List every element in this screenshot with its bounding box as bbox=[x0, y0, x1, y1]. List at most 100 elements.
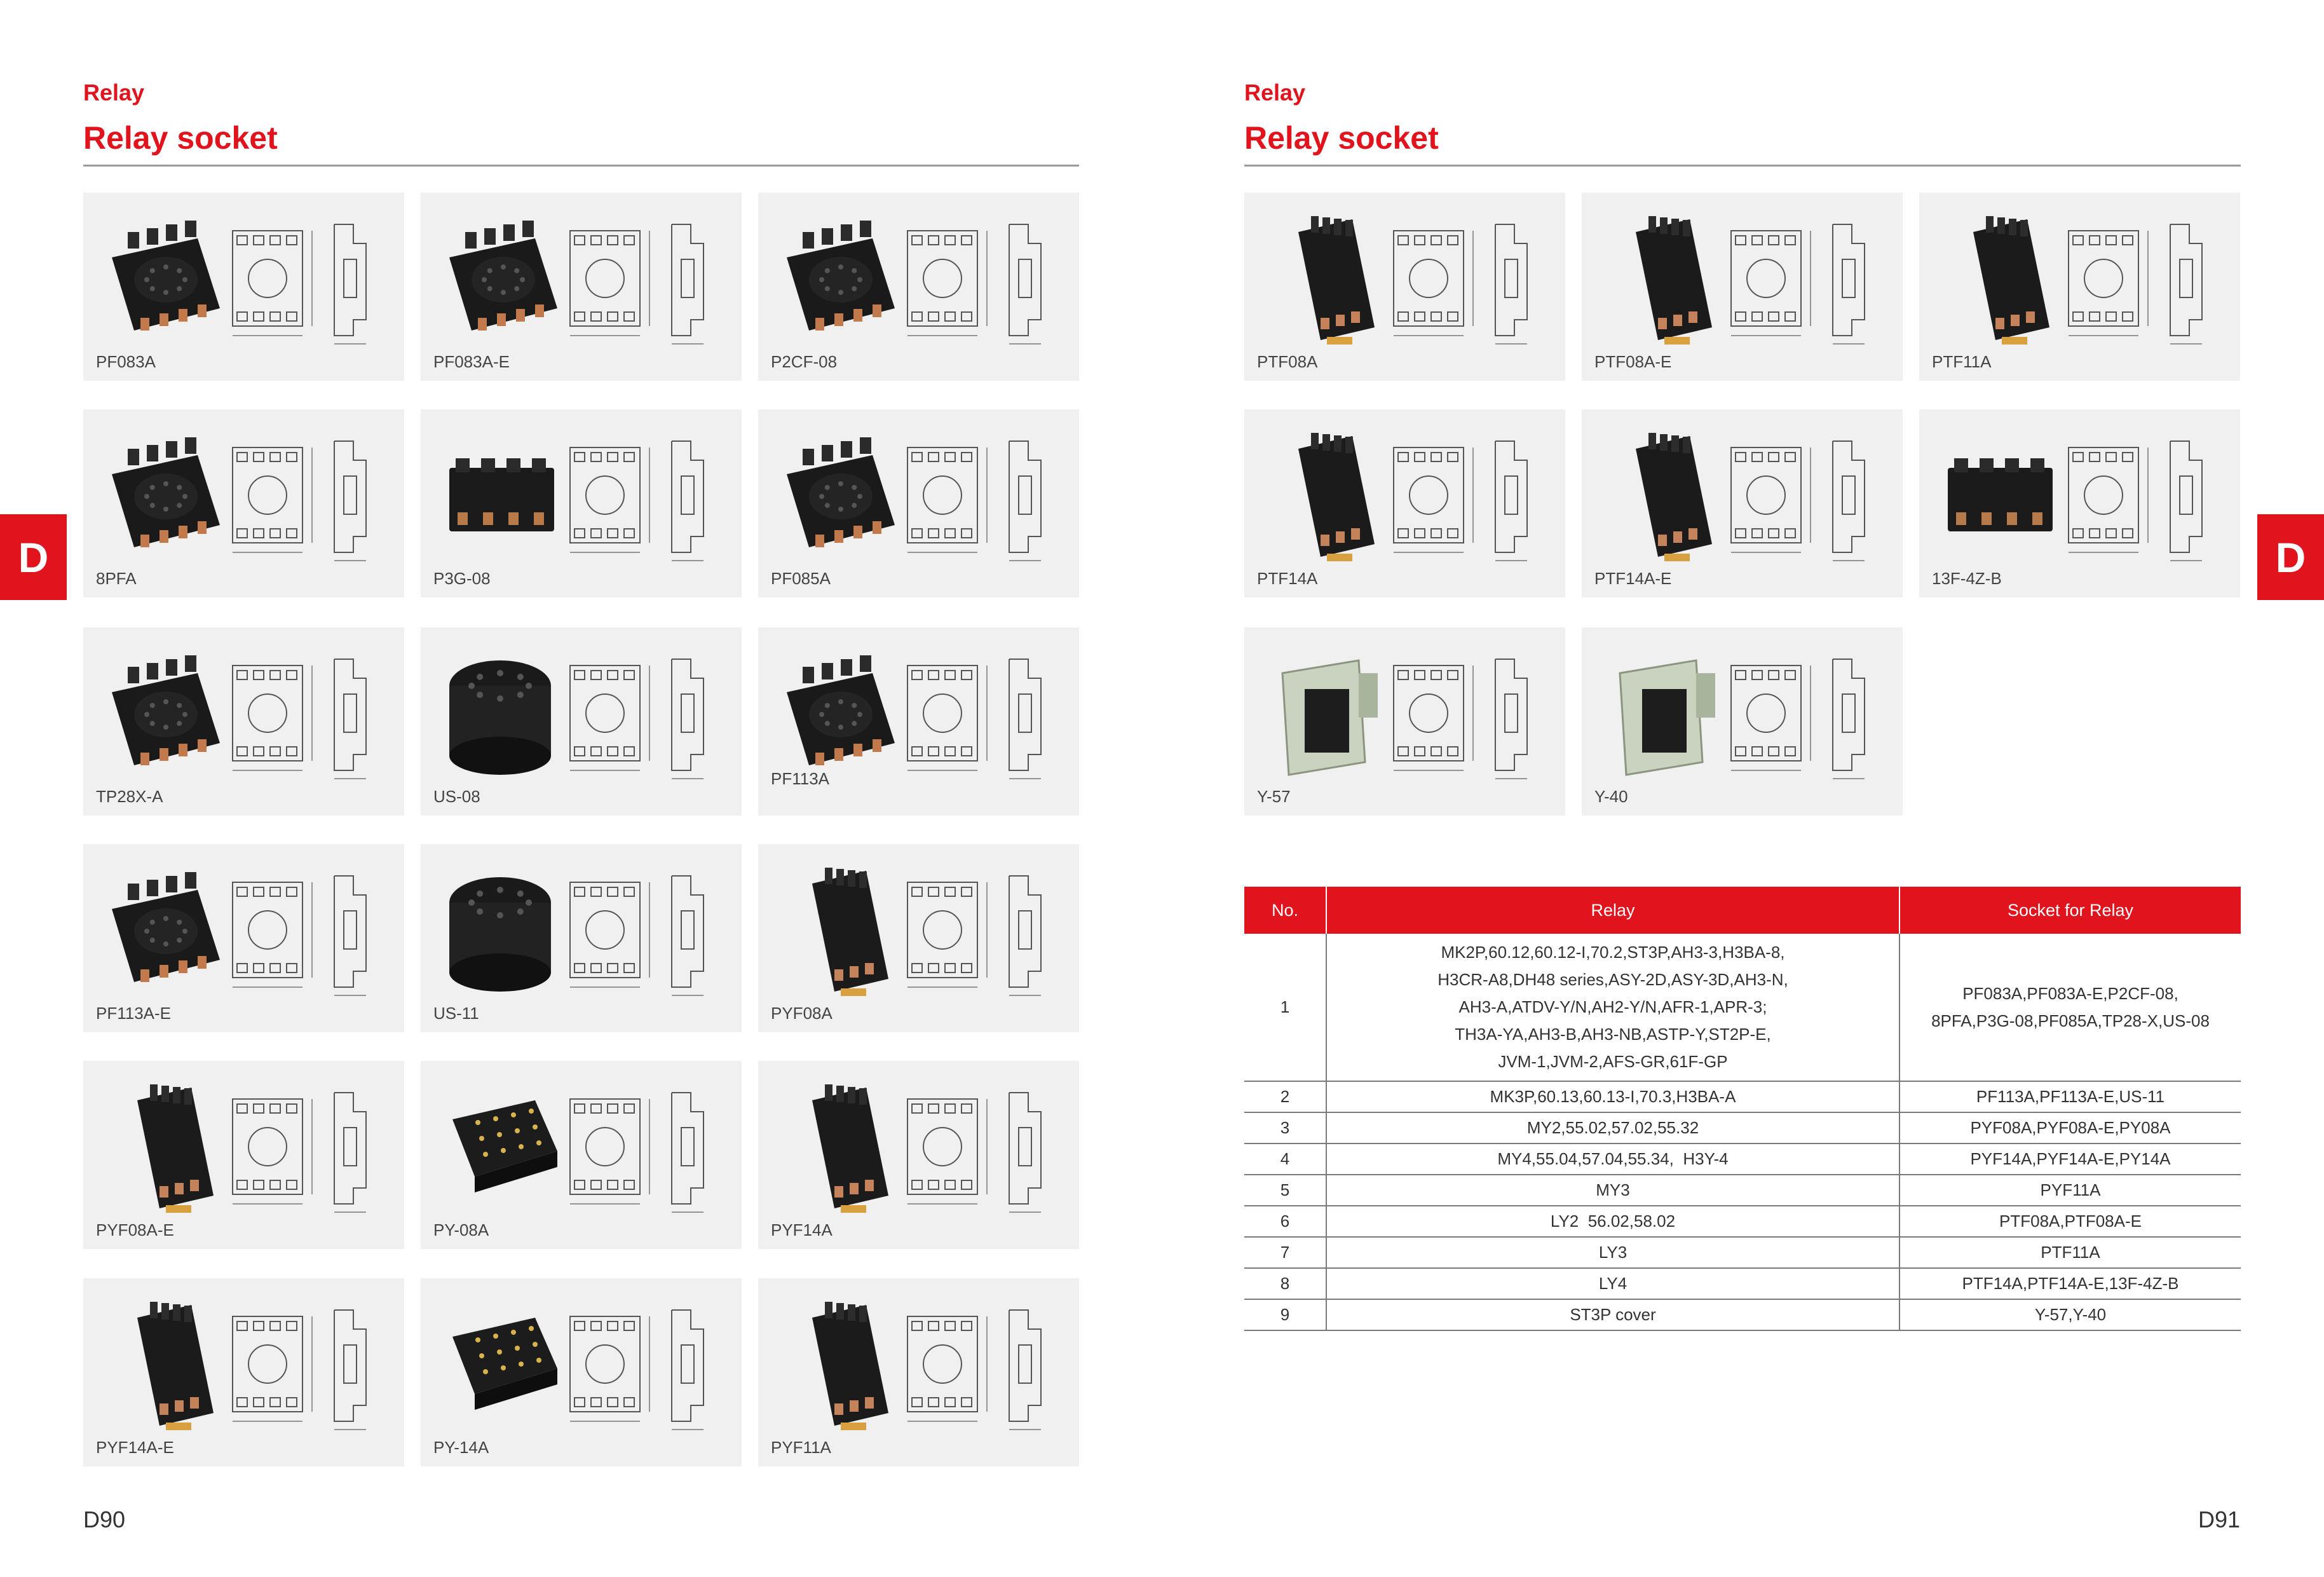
socket-photo bbox=[1601, 430, 1722, 563]
dimension-drawing bbox=[561, 646, 732, 786]
dimension-drawing bbox=[561, 863, 732, 1003]
socket-photo bbox=[102, 1081, 223, 1215]
product-card: US-11 bbox=[421, 844, 742, 1032]
table-row: 1 MK2P,60.12,60.12-I,70.2,ST3P,AH3-3,H3BA… bbox=[1244, 934, 2241, 1082]
socket-photo bbox=[102, 430, 223, 563]
row-number: 4 bbox=[1244, 1143, 1327, 1175]
product-card: Y-40 bbox=[1582, 627, 1903, 816]
dimension-drawing bbox=[561, 1297, 732, 1437]
socket-models-line: 8PFA,P3G-08,PF085A,TP28-X,US-08 bbox=[1931, 1011, 2210, 1030]
product-caption: PTF14A-E bbox=[1594, 569, 1672, 588]
dimension-drawing bbox=[223, 428, 395, 568]
socket-photo bbox=[1601, 213, 1722, 346]
section-kicker: Relay bbox=[1244, 79, 1306, 106]
product-card: Y-57 bbox=[1244, 627, 1565, 816]
dimension-drawing bbox=[561, 1080, 732, 1220]
product-caption: PTF14A bbox=[1257, 569, 1318, 588]
socket-photo bbox=[440, 1081, 561, 1215]
relay-models-line: TH3A-YA,AH3-B,AH3-NB,ASTP-Y,ST2P-E, bbox=[1455, 1025, 1771, 1044]
product-caption: PF083A bbox=[96, 352, 156, 371]
socket-models-line: PF113A,PF113A-E,US-11 bbox=[1976, 1087, 2165, 1106]
product-caption: US-08 bbox=[433, 787, 480, 806]
title-rule bbox=[83, 165, 1079, 167]
dimension-drawing bbox=[898, 1080, 1070, 1220]
title-rule bbox=[1244, 165, 2241, 167]
product-card: PF083A bbox=[83, 193, 404, 381]
relay-models: MY4,55.04,57.04,55.34, H3Y-4 bbox=[1326, 1143, 1900, 1175]
socket-models: PF113A,PF113A-E,US-11 bbox=[1899, 1081, 2241, 1113]
socket-models: Y-57,Y-40 bbox=[1899, 1299, 2241, 1331]
socket-photo bbox=[777, 864, 898, 998]
socket-models-line: PTF14A,PTF14A-E,13F-4Z-B bbox=[1962, 1274, 2179, 1293]
product-caption: PYF14A bbox=[771, 1220, 832, 1239]
socket-photo bbox=[102, 648, 223, 781]
product-card: PF113A bbox=[758, 627, 1079, 816]
product-card: P2CF-08 bbox=[758, 193, 1079, 381]
row-number: 1 bbox=[1244, 934, 1327, 1082]
product-caption: PTF11A bbox=[1932, 352, 1992, 371]
product-card: PF113A-E bbox=[83, 844, 404, 1032]
relay-models-line: LY2 56.02,58.02 bbox=[1550, 1212, 1676, 1231]
dimension-drawing bbox=[898, 1297, 1070, 1437]
row-number: 3 bbox=[1244, 1112, 1327, 1144]
socket-photo bbox=[440, 430, 561, 563]
relay-models-line: MK2P,60.12,60.12-I,70.2,ST3P,AH3-3,H3BA-… bbox=[1441, 943, 1785, 962]
socket-photo bbox=[777, 1081, 898, 1215]
column-header-relay: Relay bbox=[1326, 887, 1900, 934]
socket-photo bbox=[1601, 648, 1722, 781]
product-caption: PF085A bbox=[771, 569, 831, 588]
socket-models-line: PTF11A bbox=[2041, 1243, 2100, 1262]
dimension-drawing bbox=[1384, 646, 1556, 786]
row-number: 8 bbox=[1244, 1268, 1327, 1300]
relay-models-line: MY4,55.04,57.04,55.34, H3Y-4 bbox=[1497, 1149, 1729, 1168]
product-card: US-08 bbox=[421, 627, 742, 816]
socket-photo bbox=[1263, 213, 1384, 346]
relay-models-line: H3CR-A8,DH48 series,ASY-2D,ASY-3D,AH3-N, bbox=[1437, 970, 1788, 989]
product-caption: P3G-08 bbox=[433, 569, 491, 588]
dimension-drawing bbox=[2059, 212, 2231, 352]
relay-models-line: ST3P cover bbox=[1570, 1305, 1656, 1324]
product-card: PYF08A bbox=[758, 844, 1079, 1032]
socket-models-line: PTF08A,PTF08A-E bbox=[1999, 1212, 2142, 1231]
product-card: PTF08A bbox=[1244, 193, 1565, 381]
dimension-drawing bbox=[561, 212, 732, 352]
product-card: PYF14A-E bbox=[83, 1278, 404, 1466]
relay-models: MY3 bbox=[1326, 1175, 1900, 1206]
socket-models-line: Y-57,Y-40 bbox=[2034, 1305, 2107, 1324]
dimension-drawing bbox=[1722, 212, 1893, 352]
socket-models-line: PF083A,PF083A-E,P2CF-08, bbox=[1962, 983, 2178, 1003]
product-caption: P2CF-08 bbox=[771, 352, 838, 371]
relay-models-line: JVM-1,JVM-2,AFS-GR,61F-GP bbox=[1498, 1052, 1728, 1071]
page-title: Relay socket bbox=[1244, 120, 1439, 156]
socket-models: PTF08A,PTF08A-E bbox=[1899, 1206, 2241, 1238]
product-card: PY-08A bbox=[421, 1061, 742, 1249]
product-caption: PTF08A bbox=[1257, 352, 1318, 371]
product-caption: Y-57 bbox=[1257, 787, 1291, 806]
socket-photo bbox=[440, 648, 561, 781]
relay-models: ST3P cover bbox=[1326, 1299, 1900, 1331]
product-card: PYF14A bbox=[758, 1061, 1079, 1249]
product-caption: PF083A-E bbox=[433, 352, 510, 371]
dimension-drawing bbox=[2059, 428, 2231, 568]
socket-photo bbox=[777, 1299, 898, 1432]
relay-models: MK3P,60.13,60.13-I,70.3,H3BA-A bbox=[1326, 1081, 1900, 1113]
socket-photo bbox=[777, 430, 898, 563]
product-card: 8PFA bbox=[83, 409, 404, 597]
product-card: PTF14A-E bbox=[1582, 409, 1903, 597]
row-number: 2 bbox=[1244, 1081, 1327, 1113]
relay-models: MY2,55.02,57.02,55.32 bbox=[1326, 1112, 1900, 1144]
dimension-drawing bbox=[898, 646, 1070, 786]
socket-models: PTF11A bbox=[1899, 1237, 2241, 1269]
socket-models: PF083A,PF083A-E,P2CF-08, 8PFA,P3G-08,PF08… bbox=[1899, 934, 2241, 1082]
socket-models: PTF14A,PTF14A-E,13F-4Z-B bbox=[1899, 1268, 2241, 1300]
relay-models: LY4 bbox=[1326, 1268, 1900, 1300]
product-caption: PY-08A bbox=[433, 1220, 489, 1239]
dimension-drawing bbox=[1384, 212, 1556, 352]
socket-models-line: PYF11A bbox=[2040, 1180, 2101, 1199]
